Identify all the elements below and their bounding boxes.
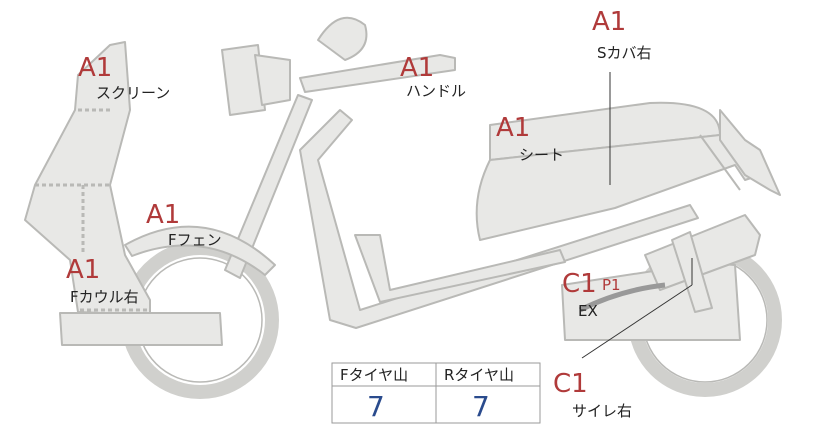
- part-front-cowl-right: Fカウル右: [70, 288, 139, 306]
- label-front-cowl-right: A1 Fカウル右: [66, 255, 139, 306]
- grade-exhaust: C1: [562, 269, 597, 299]
- label-front-fender: A1 Fフェン: [146, 200, 222, 249]
- value-rear-tread: 7: [472, 390, 490, 423]
- grade-side-cover-right: A1: [592, 7, 626, 37]
- label-exhaust: C1 P1 EX: [562, 269, 621, 320]
- label-side-cover-right: A1 Sカバ右: [592, 7, 652, 62]
- front-step: [59, 312, 223, 346]
- headlight-rim: [254, 54, 291, 106]
- part-front-fender: Fフェン: [168, 231, 222, 249]
- subgrade-exhaust: P1: [602, 276, 621, 294]
- part-silencer-right: サイレ右: [572, 402, 632, 420]
- tail-section: [719, 109, 781, 196]
- part-side-cover-right: Sカバ右: [597, 44, 652, 62]
- headlight: [221, 44, 266, 116]
- grade-handle: A1: [400, 53, 434, 83]
- grade-silencer-right: C1: [553, 369, 588, 399]
- label-silencer-right: C1 サイレ右: [553, 369, 632, 420]
- mirror: [317, 16, 368, 61]
- handlebar: [299, 54, 456, 93]
- grade-front-cowl-right: A1: [66, 255, 100, 285]
- floor-step: [354, 234, 566, 303]
- grade-seat: A1: [496, 113, 530, 143]
- part-seat: シート: [519, 146, 564, 164]
- header-front-tread: Fタイヤ山: [340, 366, 408, 384]
- part-screen: スクリーン: [96, 84, 170, 102]
- label-handle: A1 ハンドル: [400, 53, 466, 100]
- front-fork: [224, 94, 313, 279]
- grade-screen: A1: [78, 53, 112, 83]
- part-handle: ハンドル: [406, 82, 466, 100]
- label-screen: A1 スクリーン: [78, 53, 170, 102]
- tread-table: Fタイヤ山 Rタイヤ山 7 7: [331, 362, 541, 424]
- front-fender-shape: [124, 225, 276, 276]
- value-front-tread: 7: [367, 390, 385, 423]
- side-cover-shape: [475, 134, 761, 241]
- header-rear-tread: Rタイヤ山: [444, 366, 514, 384]
- label-seat: A1 シート: [496, 113, 564, 164]
- grade-front-fender: A1: [146, 200, 180, 230]
- part-exhaust: EX: [578, 302, 598, 320]
